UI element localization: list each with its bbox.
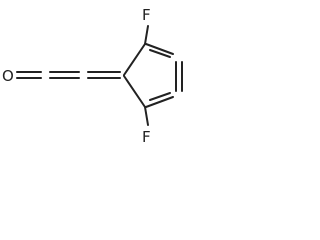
bond-c3-c4: [123, 43, 146, 76]
bond-c6-c7: [145, 92, 174, 108]
atom-fluorine-top: F: [142, 6, 151, 24]
bond-o-c1: [16, 71, 42, 79]
bond-c2-c3: [87, 71, 121, 79]
atom-fluorine-bottom: F: [142, 128, 151, 146]
bond-c4-f-top: [144, 25, 149, 45]
bond-c7-c3: [123, 75, 146, 108]
atom-oxygen: O: [2, 67, 14, 85]
bond-c1-c2: [49, 71, 80, 79]
bond-c4-c5: [145, 43, 174, 58]
bond-c5-c6: [175, 61, 183, 92]
molecule-structure: O F F: [2, 6, 183, 146]
bond-c7-f-bottom: [144, 106, 149, 126]
